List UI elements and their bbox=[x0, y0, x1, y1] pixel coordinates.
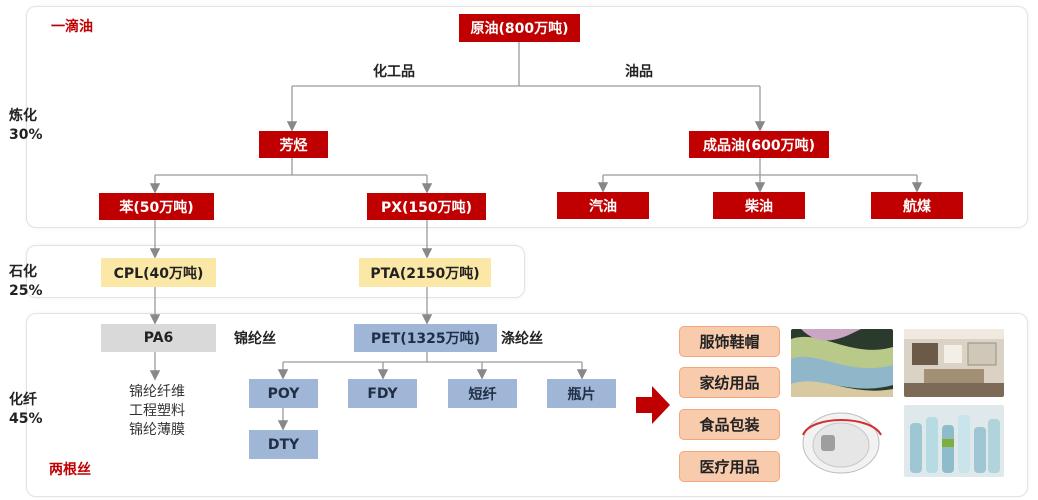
node-pta: PTA(2150万吨) bbox=[359, 258, 491, 287]
node-refined-oil: 成品油(600万吨) bbox=[689, 131, 829, 158]
end-use-medical: 医疗用品 bbox=[679, 451, 780, 482]
flow-arrow bbox=[636, 386, 670, 424]
node-diesel: 柴油 bbox=[713, 192, 805, 219]
node-pa6: PA6 bbox=[101, 324, 216, 352]
branch-label-polyester-yarn: 涤纶丝 bbox=[501, 331, 543, 347]
node-jet-fuel: 航煤 bbox=[871, 192, 963, 219]
node-gasoline: 汽油 bbox=[557, 192, 649, 219]
branch-label-chemicals: 化工品 bbox=[373, 64, 415, 80]
node-cpl: CPL(40万吨) bbox=[101, 258, 216, 287]
list-item: 锦纶纤维 bbox=[129, 384, 185, 400]
node-bottle-chip: 瓶片 bbox=[547, 379, 616, 408]
branch-label-oil-products: 油品 bbox=[625, 64, 653, 80]
end-use-food-packaging: 食品包装 bbox=[679, 409, 780, 440]
end-use-apparel: 服饰鞋帽 bbox=[679, 326, 780, 357]
section-tag-top: 一滴油 bbox=[51, 19, 93, 35]
branch-label-nylon-yarn: 锦纶丝 bbox=[234, 331, 276, 347]
node-poy: POY bbox=[249, 379, 318, 408]
node-crude-oil: 原油(800万吨) bbox=[459, 14, 580, 42]
interior-photo bbox=[904, 329, 1004, 397]
pa6-product-list: 锦纶纤维 工程塑料 锦纶薄膜 bbox=[112, 383, 202, 440]
node-benzene: 苯(50万吨) bbox=[99, 193, 214, 220]
end-use-home-textiles: 家纺用品 bbox=[679, 367, 780, 398]
mask-photo bbox=[791, 405, 893, 477]
node-fdy: FDY bbox=[348, 379, 417, 408]
node-staple-fiber: 短纤 bbox=[448, 379, 517, 408]
node-px: PX(150万吨) bbox=[367, 193, 486, 220]
bottles-photo bbox=[904, 405, 1004, 477]
node-dty: DTY bbox=[249, 430, 318, 459]
list-item: 工程塑料 bbox=[129, 403, 185, 419]
refining-panel bbox=[26, 6, 1028, 228]
node-pet: PET(1325万吨) bbox=[354, 324, 497, 352]
node-aromatics: 芳烃 bbox=[259, 131, 328, 158]
list-item: 锦纶薄膜 bbox=[129, 422, 185, 438]
fabric-photo bbox=[791, 329, 893, 397]
section-tag-bottom: 两根丝 bbox=[49, 462, 91, 478]
